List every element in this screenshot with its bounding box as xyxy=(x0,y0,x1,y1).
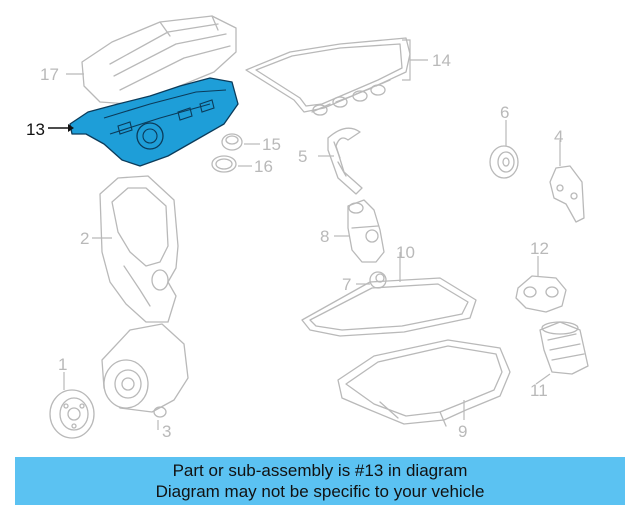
callout-6: 6 xyxy=(500,103,509,122)
leader-11 xyxy=(535,373,551,385)
mount-part-12[interactable] xyxy=(515,275,567,313)
crank-pulley-part-1[interactable] xyxy=(49,389,95,439)
arrow-13-icon xyxy=(68,124,74,132)
pulley-part-6[interactable] xyxy=(489,145,519,179)
callout-15: 15 xyxy=(262,135,281,154)
callout-4: 4 xyxy=(554,127,563,146)
callout-3: 3 xyxy=(162,422,171,441)
callout-12: 12 xyxy=(530,239,549,258)
banner-line-1: Part or sub-assembly is #13 in diagram xyxy=(172,461,468,480)
callout-11: 11 xyxy=(530,381,548,400)
callout-10: 10 xyxy=(396,243,415,262)
info-banner: Part or sub-assembly is #13 in diagram D… xyxy=(15,457,625,505)
callout-1: 1 xyxy=(58,355,67,374)
timing-cover-part-2[interactable] xyxy=(99,175,179,323)
banner-line-2: Diagram may not be specific to your vehi… xyxy=(155,482,485,501)
leader-14 xyxy=(402,39,428,81)
seal-part-16[interactable] xyxy=(211,155,237,173)
callout-7: 7 xyxy=(342,275,351,294)
parts-diagram: 17 13 15 16 14 5 xyxy=(26,15,589,441)
pump-part-8[interactable] xyxy=(347,199,385,263)
plug-part-7[interactable] xyxy=(369,271,387,289)
filler-cap-part-15[interactable] xyxy=(221,133,243,151)
engine-cover-part-17[interactable] xyxy=(81,15,237,105)
callout-8: 8 xyxy=(320,227,329,246)
callout-2: 2 xyxy=(80,229,89,248)
oil-pan-part-9[interactable] xyxy=(337,339,511,427)
callout-17: 17 xyxy=(40,65,59,84)
valve-cover-part-13[interactable] xyxy=(69,77,239,167)
callout-5: 5 xyxy=(298,147,307,166)
oil-filter-part-11[interactable] xyxy=(539,321,589,375)
gasket-part-14[interactable] xyxy=(245,37,411,116)
callout-16: 16 xyxy=(254,157,273,176)
callout-14: 14 xyxy=(432,51,451,70)
timing-belt-part-5[interactable] xyxy=(327,127,363,195)
lower-cover-part-3[interactable] xyxy=(101,323,189,418)
bracket-part-4[interactable] xyxy=(549,165,585,223)
pan-gasket-part-10[interactable] xyxy=(301,277,477,337)
callout-9: 9 xyxy=(458,422,467,441)
callout-13: 13 xyxy=(26,120,45,139)
